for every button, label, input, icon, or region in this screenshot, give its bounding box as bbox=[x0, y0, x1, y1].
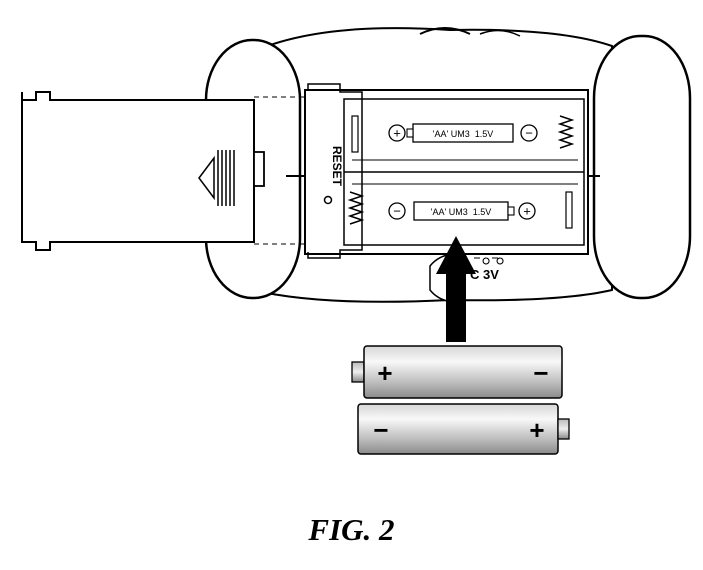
cover-latch bbox=[307, 83, 363, 259]
minus-symbol-top bbox=[520, 124, 538, 142]
battery-bottom: − + bbox=[357, 403, 570, 455]
dc-label: C 3V bbox=[470, 267, 499, 282]
slide-arrow-icon bbox=[198, 155, 215, 201]
minus-symbol-top-text: − bbox=[525, 126, 533, 141]
reset-button[interactable] bbox=[323, 195, 333, 205]
plus-symbol-top bbox=[388, 124, 406, 142]
minus-symbol-bottom bbox=[388, 202, 406, 220]
battery-top-plus: + bbox=[377, 358, 392, 388]
figure-caption: FIG. 2 bbox=[308, 512, 395, 547]
battery-bottom-plus: + bbox=[529, 415, 544, 445]
battery-compartment: RESET + 'AA' UM3 1.5V − − 'AA' UM3 1.5V … bbox=[304, 83, 589, 259]
battery-bottom-minus: − bbox=[373, 415, 388, 445]
compartment-bottom-label: 'AA' UM3 1.5V bbox=[431, 207, 491, 217]
dc-polarity-icon bbox=[474, 257, 504, 265]
plus-symbol-bottom bbox=[518, 202, 536, 220]
top-button bbox=[419, 27, 471, 35]
insertion-arrow-icon bbox=[436, 236, 476, 342]
right-grip bbox=[592, 34, 692, 300]
plus-symbol-top-text: + bbox=[393, 126, 401, 141]
reset-label: RESET bbox=[330, 146, 344, 187]
spring-bottom-left bbox=[347, 191, 365, 225]
battery-cover[interactable] bbox=[21, 91, 265, 251]
battery-top-minus: − bbox=[533, 358, 548, 388]
minus-symbol-bottom-text: − bbox=[393, 204, 401, 219]
cover-guide-lines bbox=[254, 96, 308, 245]
plus-symbol-bottom-text: + bbox=[523, 204, 531, 219]
compartment-top-label: 'AA' UM3 1.5V bbox=[433, 129, 493, 139]
battery-top: + − bbox=[351, 345, 563, 399]
spring-top-right bbox=[557, 115, 575, 149]
